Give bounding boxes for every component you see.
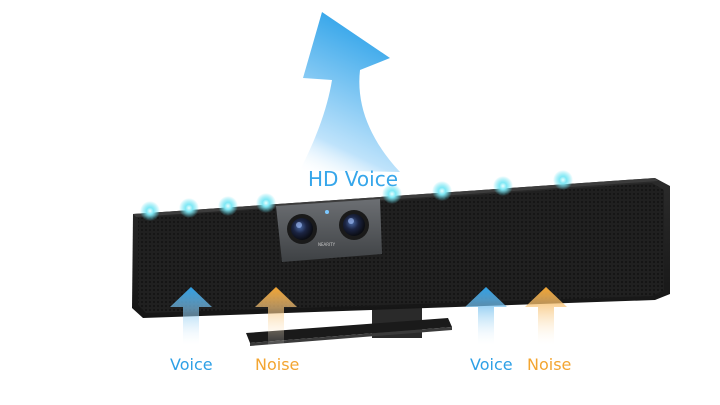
mic-glow-dot [432,181,452,201]
mic-glow-dot [179,198,199,218]
mic-glow-dot [218,196,238,216]
mic-glow-dot [493,176,513,196]
voice-arrow-right [465,287,507,345]
noise-arrow-left [255,287,297,345]
noise-arrow-right [525,287,567,345]
mic-glow-dot [553,170,573,190]
voice-label-right: Voice [470,355,513,374]
mic-glow-dot [382,184,402,204]
noise-label-left: Noise [255,355,300,374]
mic-glow-dot [140,201,160,221]
camera-module: NEARITY [276,199,382,262]
soundbar-device [132,178,670,318]
mic-glow-dot [256,193,276,213]
hd-voice-label: HD Voice [308,167,399,191]
indicator-led [325,210,329,214]
brand-mark: NEARITY [318,242,336,247]
voice-arrow-left [170,287,212,345]
voice-label-left: Voice [170,355,213,374]
noise-label-right: Noise [527,355,572,374]
mic-glow-dots [140,170,573,221]
hd-voice-arrow [300,12,400,172]
